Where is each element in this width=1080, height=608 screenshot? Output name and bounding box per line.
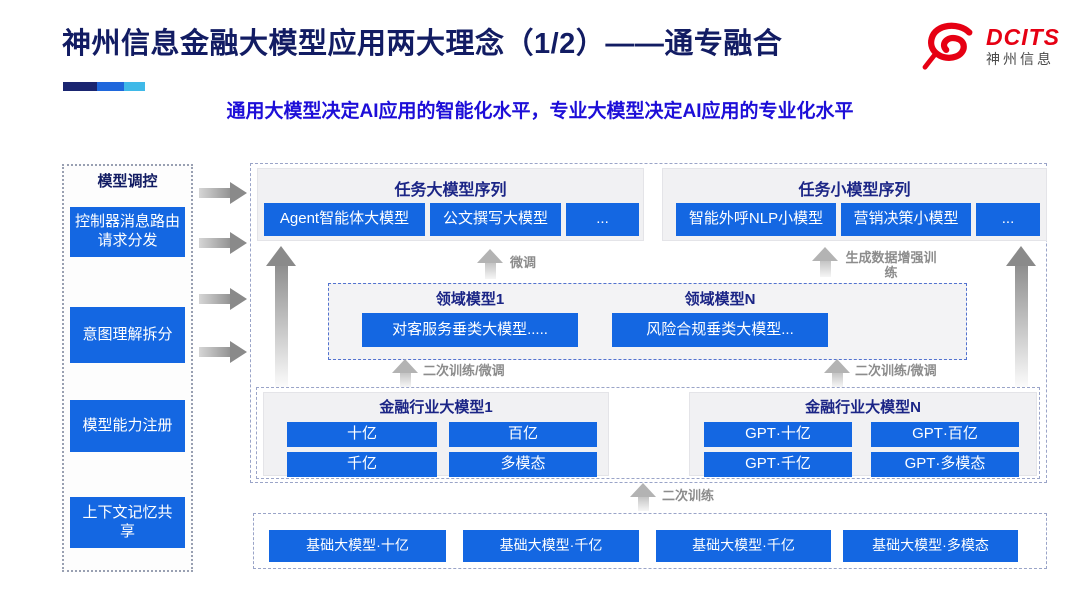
dcits-swirl-icon (922, 22, 973, 70)
risk-compliance-model-box: 风险合规垂类大模型... (612, 313, 828, 347)
dcits-logo: DCITS 神州信息 (922, 20, 1060, 72)
marketing-small-model-box: 营销决策小模型 (841, 203, 971, 236)
nlp-small-model-box: 智能外呼NLP小模型 (676, 203, 836, 236)
sidebar-item-router: 控制器消息路由请求分发 (70, 207, 185, 257)
more-small-models-box: ... (976, 203, 1040, 236)
agent-large-model-box: Agent智能体大模型 (264, 203, 425, 236)
task-large-model-title: 任务大模型序列 (394, 182, 507, 199)
customer-service-model-box: 对客服务垂类大模型..... (362, 313, 578, 347)
hundred-billion-box: 千亿 (287, 452, 437, 477)
base-model-multimodal-box: 基础大模型·多模态 (843, 530, 1018, 562)
logo-text: DCITS (986, 23, 1060, 50)
industry-model-1-title: 金融行业大模型1 (379, 399, 493, 416)
industry-model-1-panel: 金融行业大模型1 十亿 百亿 千亿 多模态 (263, 392, 609, 477)
task-small-model-title: 任务小模型序列 (798, 182, 911, 199)
slide-subtitle: 通用大模型决定AI应用的智能化水平，专业大模型决定AI应用的专业化水平 (226, 101, 854, 122)
base-model-hundred-billion-box-2: 基础大模型·千亿 (656, 530, 831, 562)
finetune-label: 微调 (510, 255, 537, 270)
task-large-model-panel: 任务大模型序列 Agent智能体大模型 公文撰写大模型 ... (257, 168, 644, 241)
gpt-billion-box: GPT·十亿 (704, 422, 852, 447)
bar-segment-cyan (124, 82, 145, 91)
sidebar-item-register: 模型能力注册 (70, 400, 185, 452)
more-large-models-box: ... (566, 203, 639, 236)
gpt-hundred-billion-box: GPT·千亿 (704, 452, 852, 477)
domain-model-n-title: 领域模型N (684, 291, 756, 308)
up-arrow-icon (266, 246, 296, 387)
bar-segment-navy (63, 82, 97, 91)
base-model-frame: 基础大模型·十亿 基础大模型·千亿 基础大模型·千亿 基础大模型·多模态 (253, 513, 1047, 569)
industry-model-frame: 金融行业大模型1 十亿 百亿 千亿 多模态 金融行业大模型N GPT·十亿 GP… (256, 387, 1040, 479)
main-diagram-frame (250, 163, 1047, 483)
retrain-finetune-label-left: 二次训练/微调 (423, 363, 505, 378)
base-model-billion-box: 基础大模型·十亿 (269, 530, 446, 562)
domain-model-frame: 领域模型1 对客服务垂类大模型..... 领域模型N 风险合规垂类大模型... (328, 283, 967, 360)
right-arrow-icon (199, 232, 247, 254)
gpt-ten-billion-box: GPT·百亿 (871, 422, 1019, 447)
model-control-title: 模型调控 (97, 173, 158, 190)
right-arrow-icon (199, 341, 247, 363)
multimodal-box: 多模态 (449, 452, 597, 477)
sidebar-item-intent: 意图理解拆分 (70, 307, 185, 363)
page-title: 神州信息金融大模型应用两大理念（1/2）——通专融合 (62, 28, 783, 60)
bar-segment-blue (97, 82, 124, 91)
up-arrow-icon (392, 359, 418, 387)
right-arrow-icon (199, 182, 247, 204)
up-arrow-icon (824, 359, 850, 387)
ten-billion-box: 百亿 (449, 422, 597, 447)
title-underline-bar (63, 82, 145, 91)
right-arrow-icon (199, 288, 247, 310)
domain-model-1-title: 领域模型1 (435, 291, 505, 308)
retrain-label: 二次训练 (662, 488, 715, 503)
up-arrow-icon (1006, 246, 1036, 387)
document-writing-model-box: 公文撰写大模型 (430, 203, 561, 236)
gen-data-training-label: 生成数据增强训练 (845, 250, 937, 280)
industry-model-n-title: 金融行业大模型N (805, 399, 921, 416)
sidebar-item-context: 上下文记忆共享 (70, 497, 185, 548)
up-arrow-icon (630, 483, 656, 511)
gpt-multimodal-box: GPT·多模态 (871, 452, 1019, 477)
up-arrow-icon (812, 247, 838, 277)
base-model-hundred-billion-box-1: 基础大模型·千亿 (463, 530, 639, 562)
up-arrow-icon (477, 249, 503, 279)
task-small-model-panel: 任务小模型序列 智能外呼NLP小模型 营销决策小模型 ... (662, 168, 1047, 241)
retrain-finetune-label-right: 二次训练/微调 (855, 363, 937, 378)
billion-box: 十亿 (287, 422, 437, 447)
logo-text-cn: 神州信息 (986, 50, 1054, 67)
industry-model-n-panel: 金融行业大模型N GPT·十亿 GPT·百亿 GPT·千亿 GPT·多模态 (689, 392, 1037, 477)
